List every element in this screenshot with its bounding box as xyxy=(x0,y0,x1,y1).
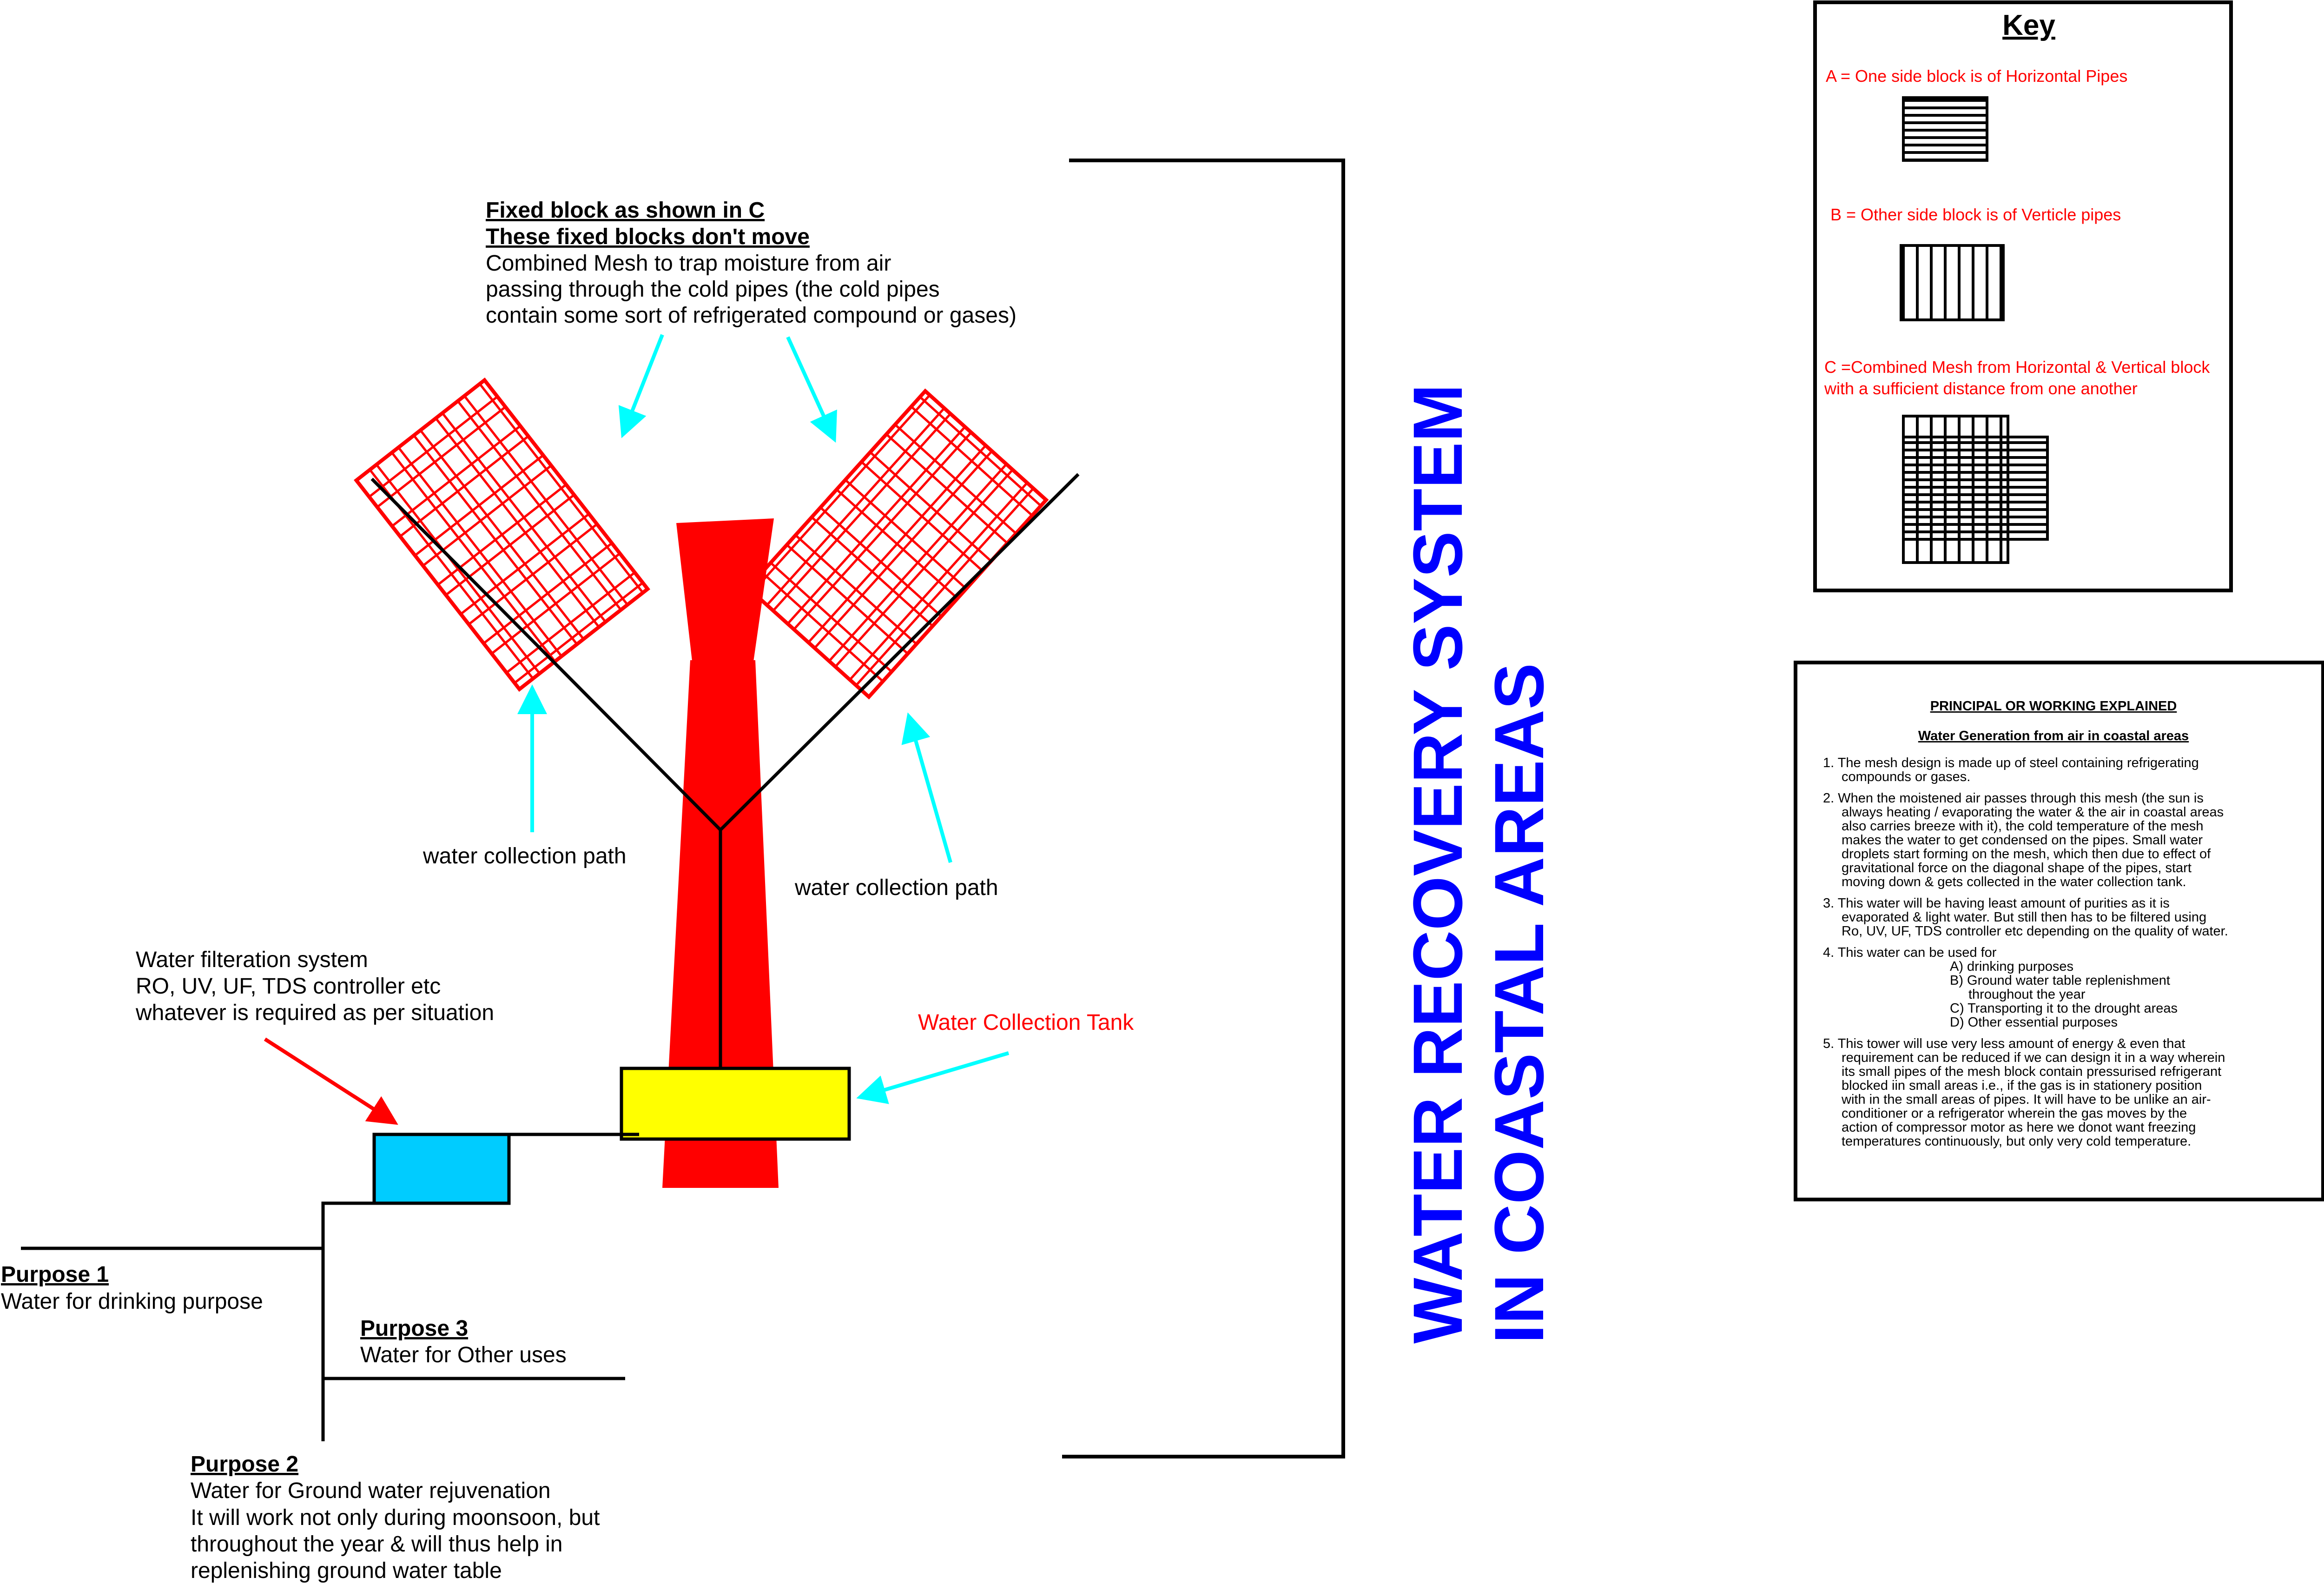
principle-p5-line: its small pipes of the mesh block contai… xyxy=(1842,1064,2221,1079)
key-c-1: C =Combined Mesh from Horizontal & Verti… xyxy=(1824,358,2210,377)
key-a: A = One side block is of Horizontal Pipe… xyxy=(1826,66,2127,86)
key-a-symbol xyxy=(1902,96,1988,162)
arrow-mesh-left xyxy=(618,334,664,438)
pipe-filter-out xyxy=(321,1201,374,1441)
principle-p1-line: compounds or gases. xyxy=(1842,769,1970,784)
key-b-symbol xyxy=(1900,244,2005,321)
collection-path-left-label: water collection path xyxy=(423,844,627,868)
purpose3-text: Water for Other uses xyxy=(360,1343,567,1367)
purpose2-line-4: replenishing ground water table xyxy=(191,1558,502,1583)
filtration-line-2: RO, UV, UF, TDS controller etc xyxy=(136,974,441,999)
vertical-title-line-2: IN COASTAL AREAS xyxy=(1480,663,1558,1344)
key-c-symbol xyxy=(1902,415,2049,564)
purpose2-line-3: throughout the year & will thus help in xyxy=(191,1532,562,1557)
filtration-line-3: whatever is required as per situation xyxy=(135,1001,494,1025)
principle-p1-line: 1. The mesh design is made up of steel c… xyxy=(1823,756,2199,770)
principle-p5-line: 5. This tower will use very less amount … xyxy=(1823,1036,2185,1051)
principle-p2-line: always heating / evaporating the water &… xyxy=(1842,805,2224,820)
principle-p4-item: throughout the year xyxy=(1968,987,2086,1002)
key-title: Key xyxy=(2002,9,2055,41)
purpose1-text: Water for drinking purpose xyxy=(1,1289,263,1314)
principle-p5-line: requirement can be reduced if we can des… xyxy=(1842,1050,2225,1065)
fixed-block-subtitle: These fixed blocks don't move xyxy=(486,225,810,249)
purpose2-title: Purpose 2 xyxy=(191,1452,298,1477)
principle-body: 1. The mesh design is made up of steel c… xyxy=(1823,756,2228,1149)
water-collection-tank xyxy=(620,1067,851,1141)
principle-p4-item: D) Other essential purposes xyxy=(1950,1015,2118,1030)
principle-title: PRINCIPAL OR WORKING EXPLAINED xyxy=(1930,699,2177,714)
principle-p3-line: evaporated & light water. But still then… xyxy=(1842,910,2206,925)
principle-p2-line: gravitational force on the diagonal shap… xyxy=(1842,861,2192,875)
principle-p2-line: 2. When the moistened air passes through… xyxy=(1823,791,2204,806)
principle-p2-line: makes the water to get condensed on the … xyxy=(1842,833,2203,848)
key-c-2: with a sufficient distance from one anot… xyxy=(1824,379,2138,398)
filtration-line-1: Water filteration system xyxy=(136,948,368,972)
key-b: B = Other side block is of Verticle pipe… xyxy=(1830,205,2121,224)
principle-p5-line: action of compressor motor as here we do… xyxy=(1842,1120,2196,1135)
principle-p3-line: Ro, UV, UF, TDS controller etc depending… xyxy=(1842,924,2228,939)
mesh-block-right xyxy=(745,388,1049,700)
principle-p4-line: 4. This water can be used for xyxy=(1823,945,1997,960)
principle-p2-line: also carries breeze with it), the cold t… xyxy=(1842,819,2204,834)
principle-p4-item: C) Transporting it to the drought areas xyxy=(1950,1001,2178,1016)
purpose2-line-1: Water for Ground water rejuvenation xyxy=(191,1478,551,1503)
principle-p5-line: conditioner or a refrigerator wherein th… xyxy=(1842,1106,2187,1121)
bracket xyxy=(1062,159,1345,1458)
principle-p2-line: droplets start forming on the mesh, whic… xyxy=(1842,847,2211,862)
vertical-title: WATER RECOVERY SYSTEM IN COASTAL AREAS xyxy=(1399,384,1558,1344)
arrow-path-right xyxy=(901,712,952,863)
tower-upper xyxy=(676,518,774,665)
principle-p5-line: with in the small areas of pipes. It wil… xyxy=(1841,1092,2211,1107)
purpose2-line-2: It will work not only during moonsoon, b… xyxy=(191,1505,600,1530)
arrow-filter xyxy=(264,1037,398,1125)
arrow-mesh-right xyxy=(786,336,837,443)
arrow-tank xyxy=(856,1051,1010,1104)
collection-path-right-label: water collection path xyxy=(794,875,998,900)
water-filter-tank xyxy=(372,1133,511,1205)
tank-label: Water Collection Tank xyxy=(918,1010,1134,1035)
fixed-block-desc-1: Combined Mesh to trap moisture from air xyxy=(486,251,891,276)
principle-p2-line: moving down & gets collected in the wate… xyxy=(1842,875,2186,889)
principle-p4-item: B) Ground water table replenishment xyxy=(1950,973,2170,988)
principle-box xyxy=(1794,661,2324,1201)
vertical-title-line-1: WATER RECOVERY SYSTEM xyxy=(1399,384,1477,1344)
purpose1-title: Purpose 1 xyxy=(1,1262,109,1287)
principle-p5-line: temperatures continuously, but only very… xyxy=(1842,1134,2191,1149)
principle-p5-line: blocked iin small areas i.e., if the gas… xyxy=(1842,1078,2202,1093)
fixed-block-title: Fixed block as shown in C xyxy=(486,198,765,223)
principle-subtitle: Water Generation from air in coastal are… xyxy=(1918,729,2189,743)
fixed-block-desc-2: passing through the cold pipes (the cold… xyxy=(486,277,940,302)
principle-p4-item: A) drinking purposes xyxy=(1950,959,2073,974)
principle-p3-line: 3. This water will be having least amoun… xyxy=(1823,896,2170,911)
mesh-block-left xyxy=(354,378,650,692)
fixed-block-desc-3: contain some sort of refrigerated compou… xyxy=(486,303,1017,328)
purpose3-title: Purpose 3 xyxy=(360,1316,468,1341)
